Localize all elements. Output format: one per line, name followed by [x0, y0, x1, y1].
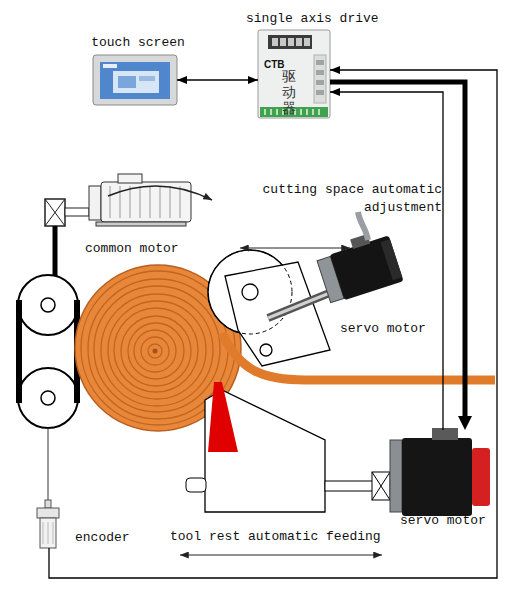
coupling [45, 199, 65, 226]
signal-wire [330, 92, 443, 430]
screen-frame [93, 55, 177, 105]
log-core [153, 349, 158, 354]
growth-ring [108, 301, 206, 399]
servo-body [402, 438, 472, 516]
growth-ring [134, 330, 176, 372]
screen-logo [103, 64, 117, 68]
touch-screen: touch screen [93, 55, 177, 105]
drive-shaft [53, 226, 58, 276]
growth-ring [101, 294, 213, 406]
rotation-arrow [108, 186, 212, 200]
motion-label: cutting space automatic adjustment [246, 181, 442, 217]
drive-body [258, 30, 330, 118]
growth-ring [88, 279, 228, 419]
encoder-body [40, 518, 56, 548]
drive-digit [296, 38, 302, 46]
roller-axle [41, 298, 55, 312]
growth-ring [121, 316, 191, 386]
coupling-cross [372, 472, 390, 500]
servo-drive: single axis driveCTB驱动器 [258, 30, 330, 118]
feed-screw [325, 481, 373, 491]
drive-caption: 驱动器 [281, 68, 297, 116]
encoder-ridges [43, 522, 53, 544]
tool-rest-shaft [186, 478, 206, 492]
encoder-link [48, 428, 49, 500]
motor-feet [96, 222, 186, 226]
servo-end-cap [380, 239, 402, 280]
drive-roller [18, 275, 78, 335]
servo-motor-graphic [314, 228, 404, 305]
device-label: servo motor [400, 513, 500, 528]
drive-button [316, 70, 324, 75]
drive-digit [288, 38, 294, 46]
knife [208, 382, 238, 452]
common-motor: common motor [85, 178, 195, 223]
screen-graphic [139, 76, 155, 81]
drive-button [316, 80, 324, 85]
signal-wire [49, 70, 497, 578]
adjustment-arrow [240, 248, 350, 249]
growth-ring [94, 286, 220, 412]
encoder-shaft [45, 500, 51, 508]
device-label: encoder [75, 530, 145, 545]
drive-digit [304, 38, 310, 46]
roller-axle [242, 284, 258, 300]
drive-button [316, 90, 324, 95]
drive-digit [272, 38, 278, 46]
signal-wire [177, 79, 258, 80]
growth-ring [141, 337, 169, 365]
servo-end-cap [472, 448, 490, 506]
screen-panel [113, 71, 159, 93]
plate-pivot [260, 344, 272, 356]
growth-ring [114, 308, 198, 392]
servo-body [330, 235, 404, 300]
servo-motor: servo motor [390, 430, 490, 520]
servo-connector [432, 428, 458, 440]
motor-shaft [65, 208, 89, 216]
coupling [372, 472, 390, 500]
roller-axle [41, 391, 55, 405]
servo-cable [358, 212, 368, 240]
screen-display [100, 62, 170, 99]
encoder: encoder [35, 500, 63, 548]
coupling-cross [45, 199, 65, 226]
hidden-roller-edge [208, 250, 292, 334]
feed-arrow [180, 555, 382, 556]
drive-button [316, 60, 324, 65]
device-label: common motor [85, 241, 205, 256]
servo-flange [390, 440, 402, 512]
device-label: servo motor [340, 321, 440, 336]
belt [16, 300, 22, 403]
encoder-nut [37, 508, 59, 518]
lead-screw [268, 292, 332, 318]
motor-flange [89, 186, 101, 220]
lead-screw-highlight [268, 292, 332, 318]
drive-roller [18, 368, 78, 428]
screen-graphic [118, 76, 136, 88]
power-cable [330, 82, 465, 419]
growth-ring [148, 344, 162, 358]
drive-button-column [314, 55, 326, 103]
device-label: single axis drive [246, 11, 392, 26]
servo-motor: servo motor [318, 232, 403, 304]
drive-digit [280, 38, 286, 46]
growth-ring [128, 323, 184, 379]
motion-label: tool rest automatic feeding [170, 529, 390, 544]
device-label: touch screen [88, 35, 188, 50]
drive-display [268, 35, 312, 49]
motor-terminal-box [118, 174, 142, 183]
